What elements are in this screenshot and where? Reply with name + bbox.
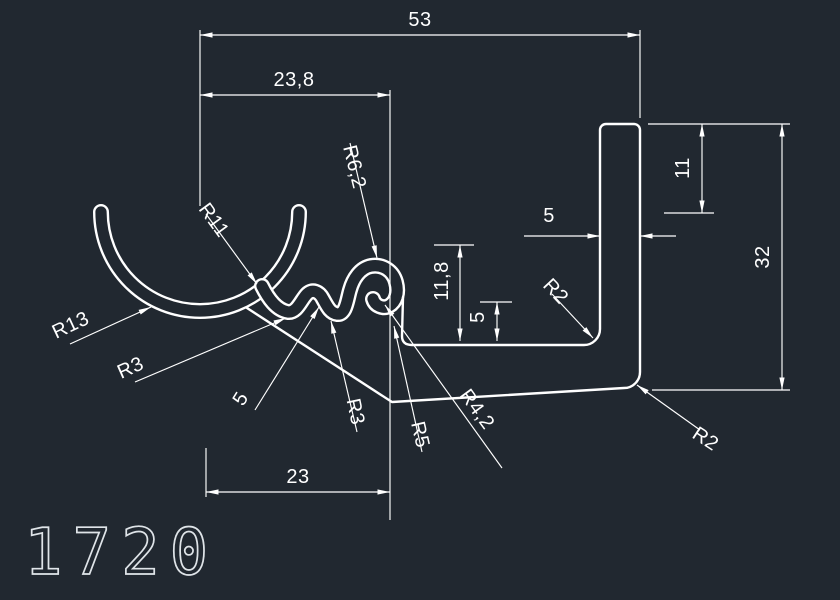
leader-r2-inner [551,293,594,339]
leader-r4-2 [384,304,503,469]
leader-r3-left [134,317,287,383]
radius-label-r4-2: R4,2 [455,385,499,434]
dim-label-5-wall: 5 [543,205,555,227]
part-number: 1720 [24,516,218,590]
channel-wall-and-floor [245,122,642,404]
dim-label-23-8: 23,8 [274,69,315,91]
radius-label-r5: R5 [406,419,433,450]
bowl-hollow [95,206,305,317]
leader-lines [69,142,701,469]
dimension-labels: 53 23,8 23 11 32 11,8 5 5 R6,2 R11 R13 R… [49,9,774,488]
dim-label-11-8: 11,8 [431,261,453,300]
leader-r11 [205,213,258,285]
leader-r13 [69,306,152,345]
radius-label-r6-2: R6,2 [338,143,370,191]
leader-r2-outer [636,384,701,431]
dim-label-5-web: 5 [229,388,254,410]
leader-r6-2 [349,142,378,259]
leader-r3-mid [330,320,358,433]
wave-curl-hollow [256,260,403,320]
dim-label-53: 53 [408,9,431,31]
dim-label-23: 23 [286,466,309,488]
radius-label-r3-mid: R3 [342,396,369,427]
radius-label-r2-inner: R2 [538,274,572,308]
profile-outline [93,122,642,404]
dim-label-5-hook: 5 [467,311,489,323]
leader-5-web [254,306,320,411]
dim-label-11: 11 [672,157,694,179]
radius-label-r2-outer: R2 [688,423,722,456]
dim-label-32: 32 [752,245,774,268]
radius-label-r13: R13 [49,307,93,343]
dimension-lines [200,32,785,495]
leader-r5 [393,325,423,453]
